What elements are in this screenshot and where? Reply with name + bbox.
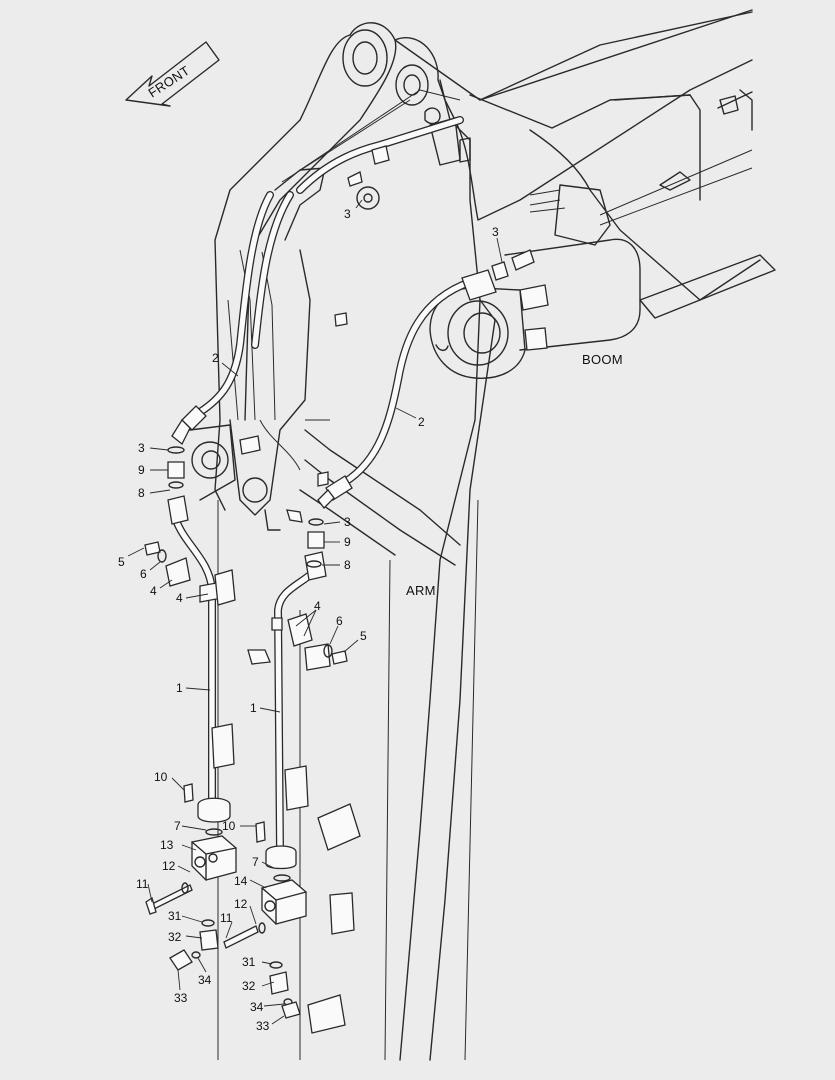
- callout-3: 3: [344, 207, 351, 221]
- arm-structure: [189, 34, 496, 1061]
- callout-12: 12: [234, 897, 248, 911]
- callout-7: 7: [252, 855, 259, 869]
- callout-6: 6: [140, 567, 147, 581]
- callout-34: 34: [198, 973, 212, 987]
- callout-12: 12: [162, 859, 176, 873]
- hose-upper-run: [281, 89, 464, 194]
- callout-11: 11: [136, 877, 149, 891]
- callout-labels: 2 3 9 8 5 6 4 4 1 10 7 13 12 11 31 32 33…: [118, 207, 499, 1033]
- callout-6: 6: [336, 614, 343, 628]
- callout-1: 1: [176, 681, 183, 695]
- callout-5: 5: [118, 555, 125, 569]
- callout-2: 2: [212, 351, 219, 365]
- boom-label: BOOM: [582, 352, 623, 367]
- callout-4: 4: [314, 599, 321, 613]
- callout-34: 34: [250, 1000, 264, 1014]
- pipe-1-left: [144, 446, 237, 971]
- callout-1: 1: [250, 701, 257, 715]
- callout-2: 2: [418, 415, 425, 429]
- callout-33: 33: [174, 991, 188, 1005]
- callout-9: 9: [344, 535, 351, 549]
- boom-structure: [349, 9, 776, 351]
- leader-lines: [127, 199, 503, 1025]
- callout-8: 8: [344, 558, 351, 572]
- callout-13: 13: [160, 838, 174, 852]
- callout-3: 3: [138, 441, 145, 455]
- hose-2-left: [171, 191, 294, 446]
- hose-2-right: [317, 249, 535, 509]
- callout-7: 7: [174, 819, 181, 833]
- callout-9: 9: [138, 463, 145, 477]
- arm-label: ARM: [406, 583, 436, 598]
- callout-14: 14: [234, 874, 248, 888]
- callout-8: 8: [138, 486, 145, 500]
- front-arrow-icon: FRONT: [125, 41, 220, 107]
- callout-4: 4: [150, 584, 157, 598]
- callout-3: 3: [492, 225, 499, 239]
- callout-31: 31: [242, 955, 256, 969]
- arm-brackets: [247, 617, 361, 1034]
- callout-5: 5: [360, 629, 367, 643]
- callout-4: 4: [176, 591, 183, 605]
- callout-10: 10: [222, 819, 236, 833]
- callout-3: 3: [344, 515, 351, 529]
- callout-32: 32: [168, 930, 182, 944]
- boom-pin-boss: [429, 286, 526, 379]
- callout-31: 31: [168, 909, 182, 923]
- pipe-1-right: [223, 518, 348, 1019]
- callout-11: 11: [220, 911, 233, 925]
- front-arrow-label: FRONT: [145, 63, 192, 101]
- callout-32: 32: [242, 979, 256, 993]
- callout-33: 33: [256, 1019, 270, 1033]
- callout-10: 10: [154, 770, 168, 784]
